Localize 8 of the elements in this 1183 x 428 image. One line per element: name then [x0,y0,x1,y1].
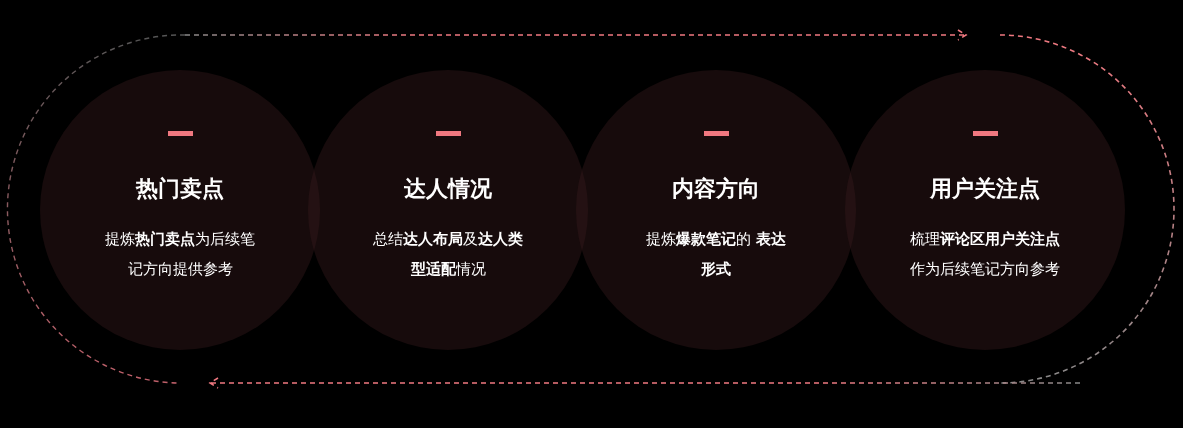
node-title: 热门卖点 [136,175,224,203]
node-title: 达人情况 [404,175,492,203]
node-description: 梳理评论区用户关注点作为后续笔记方向参考 [909,229,1061,280]
node-title: 内容方向 [672,175,760,203]
node-description: 总结达人布局及达人类型适配情况 [372,229,524,280]
node-description: 提炼热门卖点为后续笔记方向提供参考 [104,229,256,280]
node-description: 提炼爆款笔记的 表达形式 [645,229,787,280]
node-title: 用户关注点 [930,175,1040,203]
